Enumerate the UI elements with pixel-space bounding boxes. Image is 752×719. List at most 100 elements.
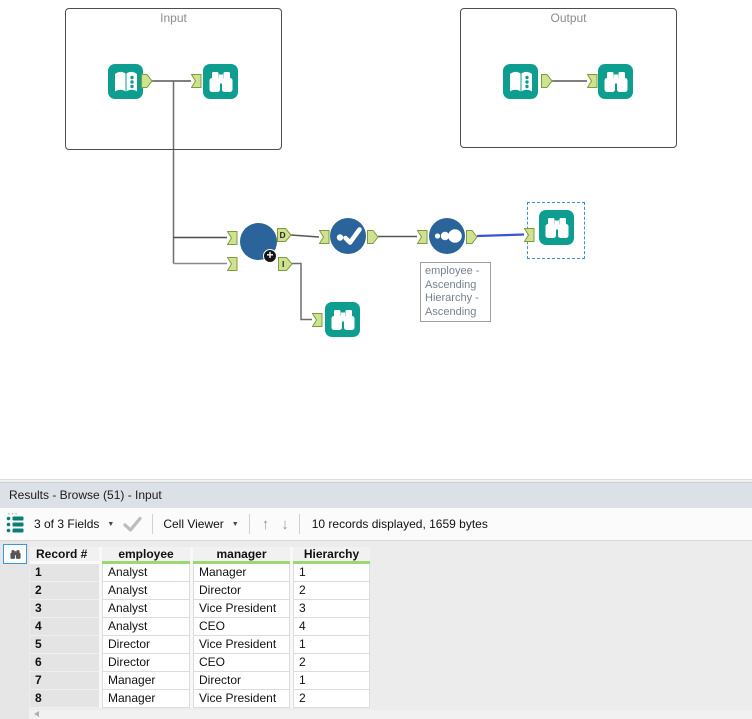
- results-gutter: [0, 541, 29, 719]
- anchor-label: D: [280, 230, 286, 240]
- output-anchor-i[interactable]: I: [278, 257, 293, 271]
- output-anchor[interactable]: [466, 230, 478, 244]
- data-cell[interactable]: Director: [193, 672, 290, 690]
- output-anchor[interactable]: [541, 74, 553, 88]
- column-header-employee[interactable]: employee: [102, 547, 190, 564]
- data-cell[interactable]: Vice President: [193, 636, 290, 654]
- panel-splitter[interactable]: [0, 479, 752, 482]
- record-number-cell[interactable]: 8: [30, 690, 99, 708]
- input-data-tool[interactable]: [108, 64, 143, 99]
- column-header-record-[interactable]: Record #: [30, 547, 99, 564]
- record-number-cell[interactable]: 7: [30, 672, 99, 690]
- data-cell[interactable]: Manager: [193, 564, 290, 582]
- data-cell[interactable]: 1: [293, 636, 370, 654]
- record-number-cell[interactable]: 2: [30, 582, 99, 600]
- scroll-left-arrow-icon[interactable]: [34, 711, 39, 717]
- macro-plus-badge: +: [263, 249, 277, 263]
- binoculars-icon: [9, 549, 21, 559]
- data-cell[interactable]: Director: [102, 654, 190, 672]
- data-cell[interactable]: 3: [293, 600, 370, 618]
- toolbar-separator: [298, 514, 300, 534]
- records-status-text: 10 records displayed, 1659 bytes: [311, 517, 488, 531]
- binoculars-icon: [331, 309, 354, 330]
- tool-container-input[interactable]: Input: [65, 8, 282, 150]
- cell-viewer-dropdown[interactable]: Cell Viewer: [163, 517, 224, 531]
- three-dots-ascending-icon: [434, 229, 462, 243]
- chevron-down-icon[interactable]: ▼: [107, 520, 115, 528]
- data-cell[interactable]: Manager: [102, 672, 190, 690]
- browse-tool-selected[interactable]: [539, 210, 574, 245]
- browse-tool[interactable]: [325, 302, 360, 337]
- data-cell[interactable]: Director: [193, 582, 290, 600]
- unique-tool[interactable]: [330, 218, 366, 254]
- record-number-cell[interactable]: 4: [30, 618, 99, 636]
- data-cell[interactable]: 2: [293, 654, 370, 672]
- data-cell[interactable]: Analyst: [102, 564, 190, 582]
- data-cell[interactable]: 4: [293, 618, 370, 636]
- annotation-line: employee -: [425, 265, 480, 277]
- output-anchor-d[interactable]: D: [277, 228, 292, 242]
- fields-list-icon[interactable]: [6, 515, 24, 533]
- record-number-cell[interactable]: 6: [30, 654, 99, 672]
- chevron-down-icon[interactable]: ▼: [231, 520, 239, 528]
- input-anchor[interactable]: [190, 74, 202, 88]
- browse-tool[interactable]: [598, 64, 633, 99]
- data-cell[interactable]: CEO: [193, 618, 290, 636]
- data-cell[interactable]: Analyst: [102, 618, 190, 636]
- tool-container-output[interactable]: Output: [460, 8, 677, 148]
- drag-handle-icon[interactable]: ⋯: [7, 508, 19, 520]
- record-number-cell[interactable]: 3: [30, 600, 99, 618]
- data-cell[interactable]: 1: [293, 564, 370, 582]
- browse-source-button[interactable]: [3, 544, 27, 564]
- sort-annotation[interactable]: employee - Ascending Hierarchy - Ascendi…: [420, 262, 491, 322]
- horizontal-scrollbar[interactable]: [29, 710, 752, 719]
- sort-tool[interactable]: [429, 218, 465, 254]
- output-anchor[interactable]: [141, 74, 153, 88]
- record-number-cell[interactable]: 1: [30, 564, 99, 582]
- data-cell[interactable]: 1: [293, 672, 370, 690]
- data-cell[interactable]: Director: [102, 636, 190, 654]
- input-anchor[interactable]: [586, 74, 598, 88]
- input-anchor[interactable]: [226, 231, 238, 245]
- input-anchor[interactable]: [311, 313, 323, 327]
- apply-check-icon[interactable]: [123, 516, 142, 532]
- column-header-manager[interactable]: manager: [193, 547, 290, 564]
- input-anchor[interactable]: [226, 257, 238, 271]
- record-number-cell[interactable]: 5: [30, 636, 99, 654]
- output-anchor[interactable]: [367, 230, 379, 244]
- annotation-line: Hierarchy -: [425, 292, 479, 304]
- fields-dropdown[interactable]: 3 of 3 Fields: [34, 517, 100, 531]
- browse-tool[interactable]: [203, 64, 238, 99]
- toolbar-separator: [248, 514, 250, 534]
- data-cell[interactable]: Manager: [102, 690, 190, 708]
- connection-wires: [151, 80, 587, 321]
- data-cell[interactable]: 2: [293, 690, 370, 708]
- input-data-tool[interactable]: [503, 64, 538, 99]
- data-cell[interactable]: CEO: [193, 654, 290, 672]
- connection-wire[interactable]: [292, 262, 312, 321]
- input-anchor[interactable]: [318, 230, 330, 244]
- annotation-line: Ascending: [425, 305, 477, 318]
- input-anchor[interactable]: [416, 230, 428, 244]
- down-arrow-icon[interactable]: ↓: [281, 515, 289, 533]
- workflow-canvas[interactable]: Input Output: [0, 0, 752, 481]
- container-label: Output: [550, 11, 587, 25]
- data-cell[interactable]: Analyst: [102, 600, 190, 618]
- annotation-line: Ascending: [425, 278, 477, 291]
- column-header-hierarchy[interactable]: Hierarchy: [293, 547, 370, 564]
- up-arrow-icon[interactable]: ↑: [261, 515, 270, 533]
- connection-wire[interactable]: [290, 234, 320, 238]
- binoculars-icon: [604, 71, 627, 92]
- data-cell[interactable]: 2: [293, 582, 370, 600]
- data-cell[interactable]: Vice President: [193, 600, 290, 618]
- data-cell[interactable]: Vice President: [193, 690, 290, 708]
- binoculars-icon: [545, 217, 568, 238]
- input-anchor[interactable]: [523, 228, 535, 242]
- data-cell[interactable]: Analyst: [102, 582, 190, 600]
- selected-connection-wire[interactable]: [476, 233, 525, 238]
